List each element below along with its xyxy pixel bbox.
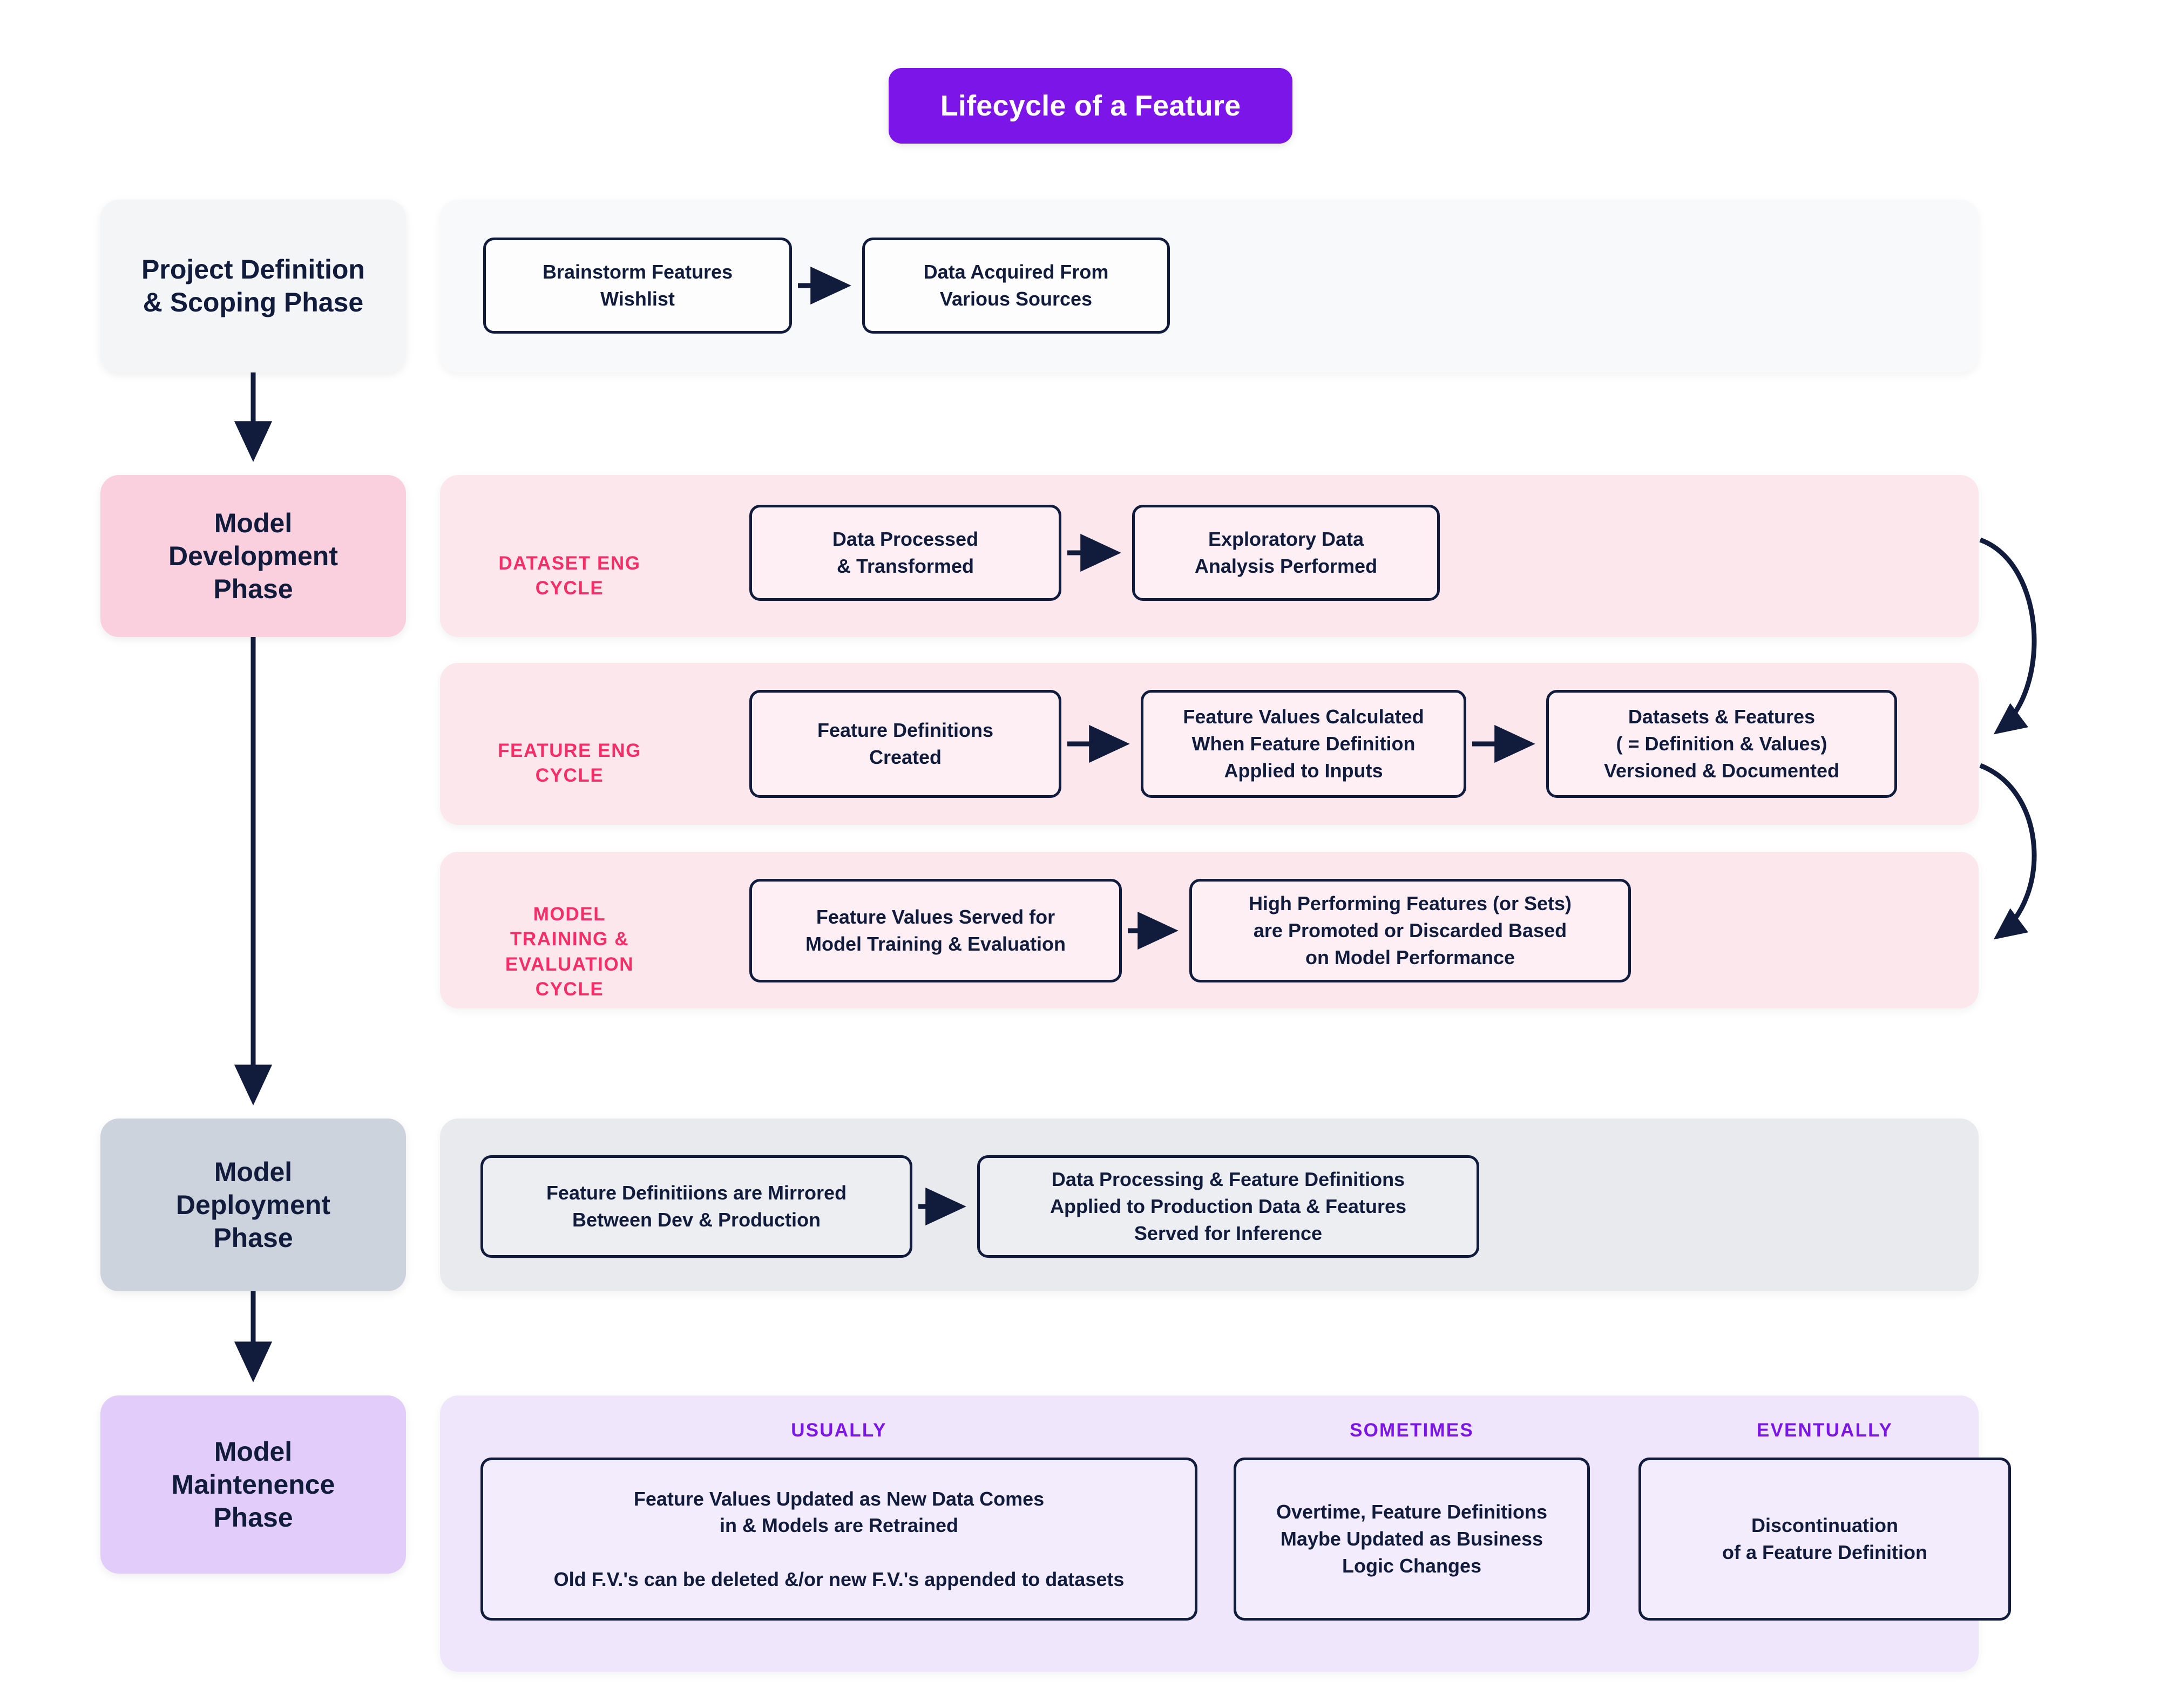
- node-brainstorm-features-wishlist[interactable]: Brainstorm Features Wishlist: [483, 238, 792, 334]
- maintenance-heading-eventually: EVENTUALLY: [1756, 1420, 1893, 1441]
- node-label: Brainstorm Features Wishlist: [542, 261, 733, 310]
- node-feature-values-served-for-training[interactable]: Feature Values Served for Model Training…: [749, 879, 1122, 982]
- node-label: High Performing Features (or Sets) are P…: [1248, 892, 1572, 968]
- phase-chip-scoping[interactable]: Project Definition & Scoping Phase: [100, 200, 406, 372]
- phase-label-scoping: Project Definition & Scoping Phase: [141, 254, 365, 317]
- node-eventually-discontinuation[interactable]: Discontinuation of a Feature Definition: [1638, 1458, 2011, 1621]
- node-label: Discontinuation of a Feature Definition: [1722, 1514, 1928, 1563]
- node-label: Feature Definitiions are Mirrored Betwee…: [546, 1182, 847, 1231]
- node-label: Data Processed & Transformed: [832, 528, 979, 577]
- maintenance-heading-sometimes: SOMETIMES: [1350, 1420, 1474, 1441]
- diagram-title-pill: Lifecycle of a Feature: [889, 68, 1292, 144]
- node-label: Feature Values Calculated When Feature D…: [1183, 706, 1424, 782]
- node-label: Overtime, Feature Definitions Maybe Upda…: [1276, 1501, 1548, 1577]
- phase-chip-development[interactable]: Model Development Phase: [100, 475, 406, 637]
- node-label: Data Processing & Feature Definitions Ap…: [1049, 1168, 1407, 1244]
- node-exploratory-data-analysis-performed[interactable]: Exploratory Data Analysis Performed: [1132, 505, 1440, 601]
- node-high-performing-features-promoted[interactable]: High Performing Features (or Sets) are P…: [1189, 879, 1631, 982]
- phase-label-development: Model Development Phase: [168, 507, 338, 604]
- phase-label-maintenance: Model Maintenence Phase: [171, 1436, 335, 1533]
- maintenance-heading-usually: USUALLY: [791, 1420, 887, 1441]
- node-label: Feature Values Served for Model Training…: [805, 906, 1066, 955]
- phase-chip-maintenance[interactable]: Model Maintenence Phase: [100, 1395, 406, 1574]
- cycle-label-feature-eng: FEATURE ENG CYCLE: [498, 740, 641, 787]
- node-label: Datasets & Features ( = Definition & Val…: [1603, 706, 1840, 782]
- cycle-label-model-training-evaluation: MODEL TRAINING & EVALUATION CYCLE: [505, 904, 634, 1000]
- node-data-processing-applied-to-production[interactable]: Data Processing & Feature Definitions Ap…: [977, 1155, 1479, 1258]
- phase-chip-deployment[interactable]: Model Deployment Phase: [100, 1119, 406, 1291]
- node-datasets-features-versioned[interactable]: Datasets & Features ( = Definition & Val…: [1546, 690, 1897, 798]
- node-label: Feature Values Updated as New Data Comes…: [553, 1487, 1125, 1590]
- arrow-feature-cycle-to-training-cycle: [1979, 763, 2037, 940]
- node-sometimes-feature-definitions-updated[interactable]: Overtime, Feature Definitions Maybe Upda…: [1234, 1458, 1590, 1621]
- arrow-dataset-cycle-to-feature-cycle: [1979, 537, 2037, 735]
- node-usually-feature-values-updated[interactable]: Feature Values Updated as New Data Comes…: [480, 1458, 1197, 1621]
- node-feature-definitions-mirrored[interactable]: Feature Definitiions are Mirrored Betwee…: [480, 1155, 912, 1258]
- node-label: Exploratory Data Analysis Performed: [1194, 528, 1378, 577]
- node-feature-values-calculated[interactable]: Feature Values Calculated When Feature D…: [1141, 690, 1466, 798]
- node-feature-definitions-created[interactable]: Feature Definitions Created: [749, 690, 1061, 798]
- node-label: Feature Definitions Created: [817, 719, 994, 768]
- cycle-label-dataset-eng: DATASET ENG CYCLE: [498, 553, 641, 599]
- node-label: Data Acquired From Various Sources: [923, 261, 1109, 310]
- node-data-acquired-from-various-sources[interactable]: Data Acquired From Various Sources: [862, 238, 1170, 334]
- phase-label-deployment: Model Deployment Phase: [175, 1156, 331, 1253]
- node-data-processed-transformed[interactable]: Data Processed & Transformed: [749, 505, 1061, 601]
- page-title: Lifecycle of a Feature: [940, 90, 1241, 122]
